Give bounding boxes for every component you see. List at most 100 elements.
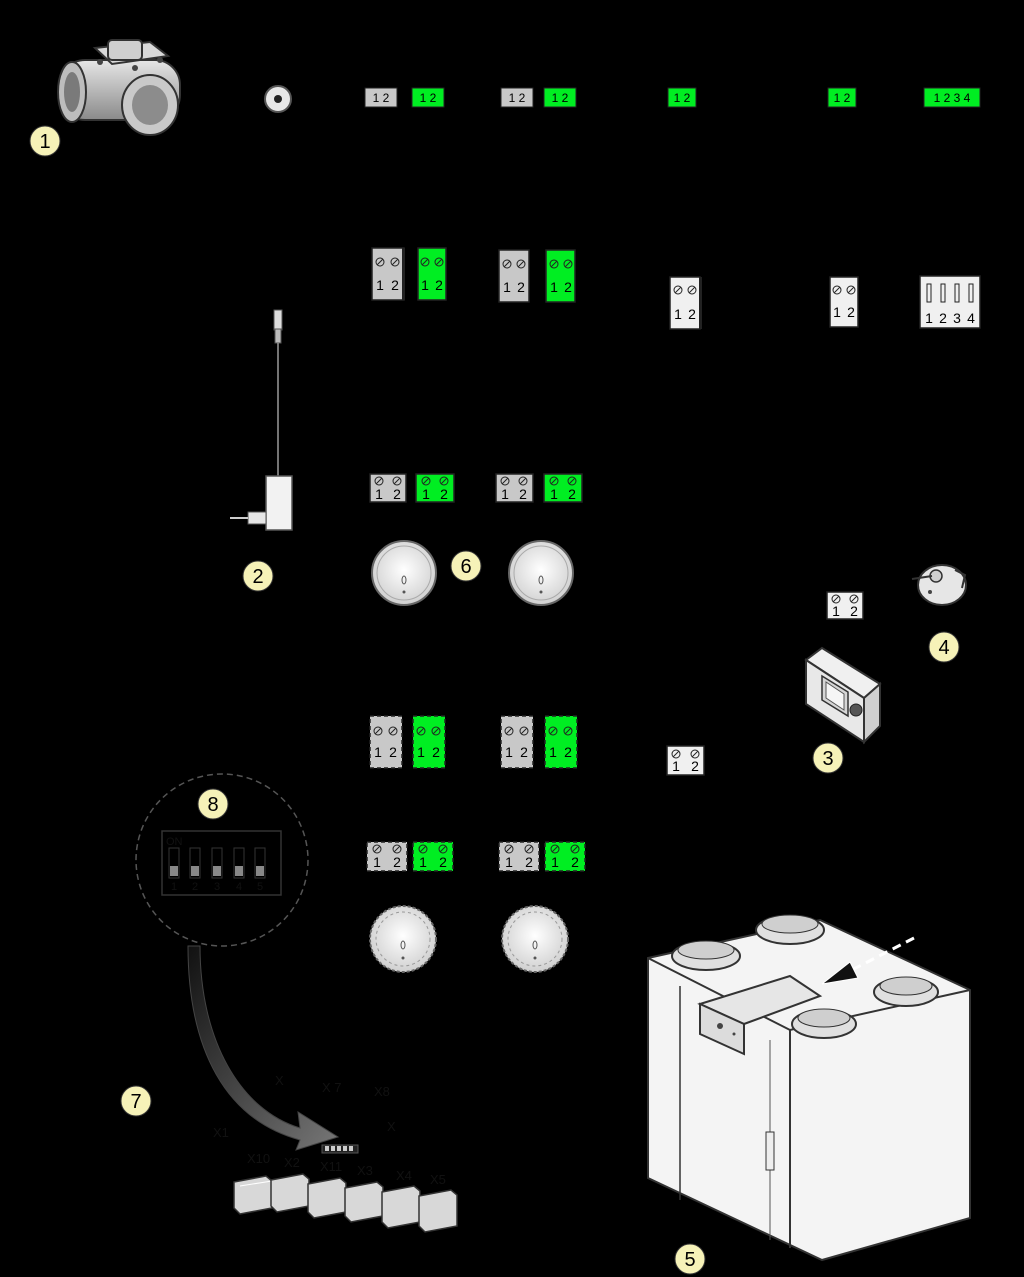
svg-text:3: 3 [214,881,220,893]
terminal-block-grey: 1 2 [371,247,405,301]
callout-badge-4: 4 [928,631,960,663]
dip-switch-bank [168,847,266,879]
svg-text:2: 2 [691,758,699,774]
control-panel-icon [804,646,882,745]
control-cover [697,974,823,1056]
svg-text:2: 2 [389,744,397,760]
pin-label: 1 2 [834,91,851,105]
board-connector-block [418,1189,458,1233]
svg-text:2: 2 [393,854,401,870]
svg-text:2: 2 [192,881,198,893]
dashed-short-terminal-row: 1 2 1 2 1 2 1 2 [366,841,586,872]
svg-text:2: 2 [439,854,447,870]
svg-text:1: 1 [374,744,382,760]
pin-label: 1 2 [373,91,390,105]
tall-terminal-row: 1 2 1 2 1 2 1 2 1 [371,247,981,330]
callout-badge-3: 3 [812,742,844,774]
duct-collar [755,914,825,945]
svg-text:5: 5 [684,1249,695,1271]
callout-badge-6: 6 [450,550,482,582]
pcb-board: X X 7 X8 X1 X X10 X2 X11 X3 X4 X5 [213,1073,458,1233]
duct-collar [791,1008,857,1039]
svg-text:1: 1 [925,310,933,326]
round-knob-icon [508,540,574,606]
svg-text:1: 1 [832,603,840,619]
terminal-block-4pin: 1 2 3 4 [919,275,981,329]
svg-text:2: 2 [435,277,443,293]
svg-text:1: 1 [551,854,559,870]
svg-text:1: 1 [171,881,177,893]
svg-text:2: 2 [520,744,528,760]
svg-text:2: 2 [391,277,399,293]
terminal-block-white: 1 2 [829,276,859,328]
svg-text:2: 2 [850,603,858,619]
short-terminal-row: 1 2 1 2 1 2 1 2 [369,473,583,503]
board-connector-block [233,1175,273,1215]
rotary-knob-icon [501,905,569,973]
dip-switch-magnifier: ON 1 2 3 4 5 [135,773,309,947]
svg-text:1: 1 [550,486,558,502]
dip-on-label: ON [166,836,183,848]
mini-dip-icon [321,1144,359,1154]
svg-text:1: 1 [501,486,509,502]
svg-text:7: 7 [130,1091,141,1113]
board-label: X 7 [322,1080,342,1095]
pin-label: 1 2 [509,91,526,105]
terminal-block-green: 1 2 [545,249,576,303]
board-label: X [275,1073,284,1088]
three-way-valve-icon [57,39,181,136]
callout-badge-8: 8 [197,788,229,820]
top-connector-row: 1 2 1 2 1 2 1 2 1 2 1 2 1 2 3 4 [364,87,981,108]
board-label: X3 [357,1163,373,1178]
svg-text:4: 4 [938,637,949,659]
terminal-block-white: 1 2 [666,745,705,776]
svg-text:1: 1 [505,854,513,870]
board-connector-block [381,1185,421,1229]
svg-text:1: 1 [550,279,558,295]
svg-text:1: 1 [505,744,513,760]
callout-badge-2: 2 [242,560,274,592]
svg-text:2: 2 [568,486,576,502]
svg-text:2: 2 [525,854,533,870]
svg-text:2: 2 [939,310,947,326]
svg-text:1: 1 [375,486,383,502]
svg-text:1: 1 [419,854,427,870]
board-label: X [387,1119,396,1134]
svg-text:1: 1 [421,277,429,293]
round-knob-icon [371,540,437,606]
board-label: X2 [284,1155,300,1170]
svg-text:2: 2 [252,566,263,588]
dashed-terminal-row: 1 2 1 2 1 2 1 2 [369,715,578,769]
sensor-probe-icon [230,309,293,531]
svg-text:4: 4 [236,881,242,893]
svg-text:2: 2 [564,279,572,295]
svg-text:1: 1 [376,277,384,293]
svg-text:2: 2 [440,486,448,502]
svg-text:1: 1 [373,854,381,870]
rotary-knob-icon [369,905,437,973]
svg-text:3: 3 [822,748,833,770]
curved-arrow-icon [187,945,340,1151]
svg-text:1: 1 [674,306,682,322]
svg-text:2: 2 [847,304,855,320]
svg-text:1: 1 [39,131,50,153]
terminal-block-grey: 1 2 [498,249,530,303]
svg-text:1: 1 [672,758,680,774]
board-label: X4 [396,1168,412,1183]
board-label: X5 [430,1172,446,1187]
board-connector-block [307,1177,347,1219]
board-label: X8 [374,1084,390,1099]
callout-badge-7: 7 [120,1085,152,1117]
pin-label: 1 2 [674,91,691,105]
terminal-block-green: 1 2 [417,247,447,301]
pin-label: 1 2 [420,91,437,105]
board-label: X10 [247,1151,270,1166]
pin-label: 1 2 [552,91,569,105]
svg-text:1: 1 [503,279,511,295]
svg-text:2: 2 [393,486,401,502]
svg-text:2: 2 [517,279,525,295]
svg-text:2: 2 [688,306,696,322]
svg-text:1: 1 [833,304,841,320]
svg-text:1: 1 [422,486,430,502]
